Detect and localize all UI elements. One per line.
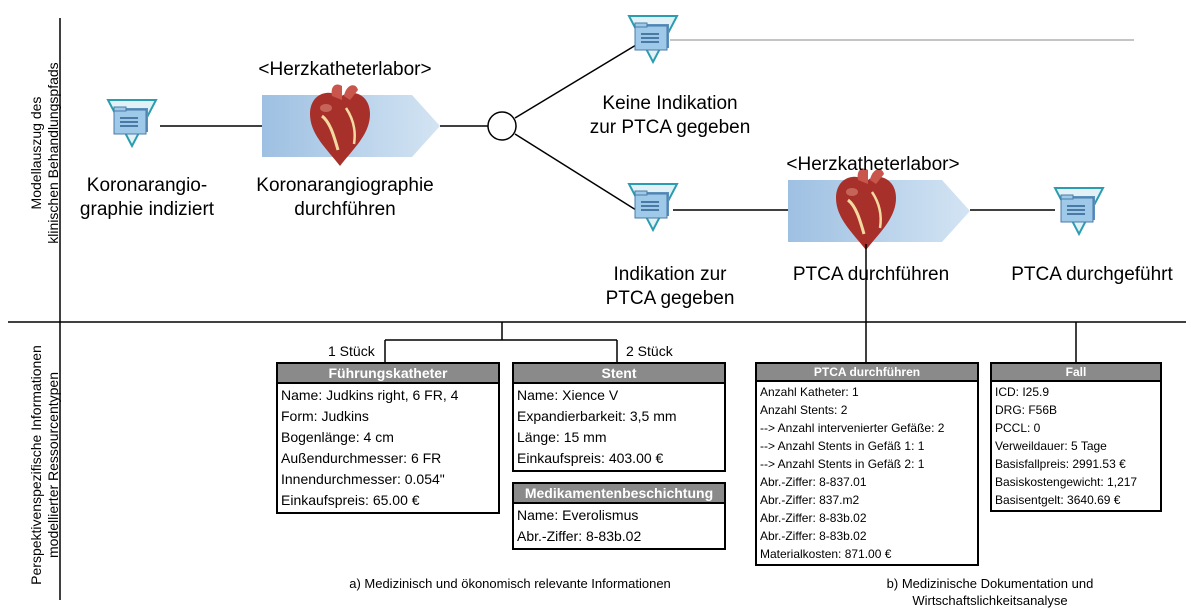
attribute-row: Abr.-Ziffer: 8-83b.02 — [517, 528, 642, 544]
section-label-top-line: Modellauszug des — [28, 96, 44, 210]
function-label-line: durchführen — [294, 199, 396, 220]
attribute-row: Bogenlänge: 4 cm — [281, 429, 394, 445]
org-unit-label: <Herzkatheterlabor> — [258, 59, 432, 80]
count-label-fuehrungskatheter: 1 Stück — [328, 343, 375, 359]
function-label-line: Koronarangiographie — [256, 175, 434, 196]
event-icon — [628, 183, 678, 231]
caption-b: b) Medizinische Dokumentation und Wirtsc… — [840, 575, 1140, 609]
function-label-ptca: PTCA durchführen — [792, 264, 950, 285]
attribute-row: Name: Everolismus — [517, 507, 639, 523]
attribute-row: Außendurchmesser: 6 FR — [281, 450, 442, 466]
attribute-row: --> Anzahl Stents in Gefäß 2: 1 — [760, 457, 925, 471]
function-ptca-chevron — [788, 166, 970, 252]
event-label-start: Koronarangio- graphie indiziert — [62, 174, 232, 222]
attribute-row: ICD: I25.9 — [995, 385, 1050, 399]
function-angio-chevron — [262, 82, 440, 168]
box-title: Führungskatheter — [278, 364, 498, 384]
count-label-stent: 2 Stück — [626, 343, 673, 359]
attribute-row: Abr.-Ziffer: 837.m2 — [760, 493, 860, 507]
event-icon — [1054, 187, 1104, 235]
function-label-angio: Koronarangiographie durchführen — [240, 174, 450, 222]
section-label-top-line: klinischen Behandlungspfads — [45, 62, 61, 244]
xor-connector — [487, 111, 517, 141]
box-title: PTCA durchführen — [757, 364, 977, 382]
section-label-bottom: Perspektivenspezifische Informationen mo… — [28, 323, 62, 607]
attribute-row: Einkaufspreis: 65.00 € — [281, 492, 420, 508]
attribute-row: Abr.-Ziffer: 8-83b.02 — [760, 511, 867, 525]
resource-box-fall: Fall ICD: I25.9 DRG: F56B PCCL: 0 Verwei… — [990, 362, 1162, 512]
event-label-line: Keine Indikation — [602, 93, 738, 114]
event-label-line: Koronarangio- — [86, 175, 208, 196]
box-title: Stent — [514, 364, 724, 384]
box-title: Fall — [992, 364, 1160, 382]
section-label-bottom-line: Perspektivenspezifische Informationen — [28, 345, 44, 585]
resource-box-stent: Stent Name: Xience V Expandierbarkeit: 3… — [512, 362, 726, 472]
event-label-no-indication: Keine Indikation zur PTCA gegeben — [570, 92, 770, 140]
attribute-row: Materialkosten: 871.00 € — [760, 547, 892, 561]
attribute-row: Anzahl Stents: 2 — [760, 403, 848, 417]
attribute-row: Basiskostengewicht: 1,217 — [995, 475, 1138, 489]
attribute-row: Name: Judkins right, 6 FR, 4 — [281, 387, 459, 403]
org-unit-label: <Herzkatheterlabor> — [786, 154, 960, 175]
caption-b-line: Wirtschaftslichkeitsanalyse — [912, 593, 1068, 608]
attribute-row: Abr.-Ziffer: 8-837.01 — [760, 475, 867, 489]
attribute-row: --> Anzahl intervenierter Gefäße: 2 — [760, 421, 945, 435]
attribute-row: Expandierbarkeit: 3,5 mm — [517, 408, 677, 424]
section-label-top: Modellauszug des klinischen Behandlungsp… — [28, 58, 62, 248]
attribute-row: Abr.-Ziffer: 8-83b.02 — [760, 529, 867, 543]
connector — [514, 133, 637, 211]
attribute-row: DRG: F56B — [995, 403, 1058, 417]
event-label-end: PTCA durchgeführt — [1011, 264, 1173, 285]
event-icon — [107, 99, 157, 147]
attribute-row: Basisfallpreis: 2991.53 € — [995, 457, 1126, 471]
caption-b-line: b) Medizinische Dokumentation und — [886, 576, 1094, 591]
event-label-line: graphie indiziert — [79, 199, 215, 220]
attribute-row: Innendurchmesser: 0.054" — [281, 471, 445, 487]
box-title: Medikamentenbeschichtung — [514, 484, 724, 504]
event-label-line: PTCA gegeben — [605, 288, 735, 309]
attribute-row: Verweildauer: 5 Tage — [995, 439, 1107, 453]
attribute-row: Form: Judkins — [281, 408, 369, 424]
attribute-row: Einkaufspreis: 403.00 € — [517, 450, 664, 466]
event-icon — [628, 15, 678, 63]
event-label-line: Indikation zur — [613, 264, 727, 285]
attribute-row: --> Anzahl Stents in Gefäß 1: 1 — [760, 439, 925, 453]
resource-box-fuehrungskatheter: Führungskatheter Name: Judkins right, 6 … — [276, 362, 500, 514]
caption-a: a) Medizinisch und ökonomisch relevante … — [349, 576, 671, 591]
event-label-indication: Indikation zur PTCA gegeben — [580, 263, 760, 311]
attribute-row: PCCL: 0 — [995, 421, 1041, 435]
attribute-row: Basisentgelt: 3640.69 € — [995, 493, 1121, 507]
connector — [514, 44, 637, 119]
event-label-line: zur PTCA gegeben — [589, 117, 751, 138]
attribute-row: Länge: 15 mm — [517, 429, 607, 445]
attribute-row: Name: Xience V — [517, 387, 619, 403]
attribute-row: Anzahl Katheter: 1 — [760, 385, 859, 399]
resource-box-ptca: PTCA durchführen Anzahl Katheter: 1 Anza… — [755, 362, 979, 566]
resource-box-beschichtung: Medikamentenbeschichtung Name: Everolism… — [512, 482, 726, 550]
section-label-bottom-line: modellierter Ressourcentypen — [45, 372, 61, 558]
